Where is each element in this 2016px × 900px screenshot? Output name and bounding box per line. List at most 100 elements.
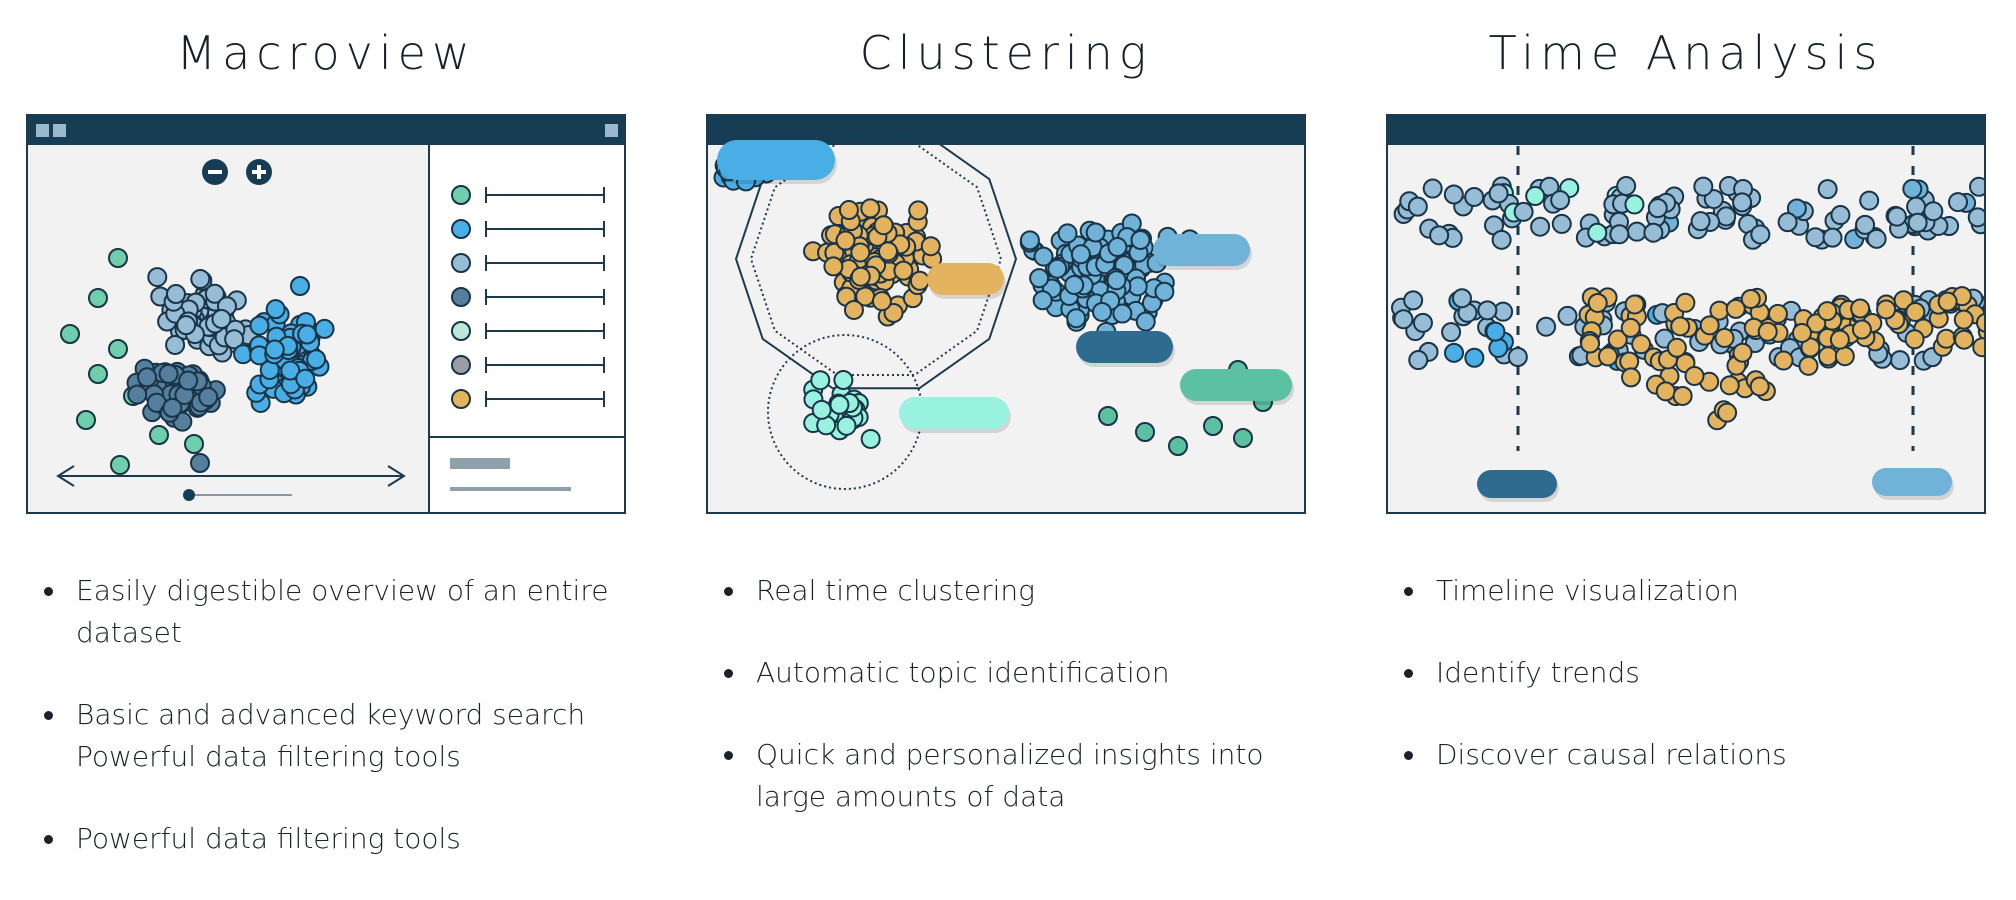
data-point xyxy=(1690,211,1711,232)
data-point xyxy=(838,200,859,221)
cluster-label-pill[interactable] xyxy=(1872,468,1952,496)
data-point xyxy=(149,425,169,445)
window-button-icon[interactable] xyxy=(53,124,66,137)
data-point xyxy=(1130,229,1151,250)
data-point xyxy=(1127,276,1148,297)
data-point xyxy=(1429,225,1450,246)
data-point xyxy=(1621,367,1642,388)
data-point xyxy=(1112,303,1133,324)
cluster-label-pill[interactable] xyxy=(1477,470,1557,498)
data-point xyxy=(265,299,286,320)
data-point xyxy=(1805,227,1826,248)
data-point xyxy=(249,315,270,336)
legend-sidebar xyxy=(428,145,624,512)
data-point xyxy=(1777,212,1798,233)
data-point xyxy=(264,339,285,360)
data-point xyxy=(1485,321,1506,342)
data-point xyxy=(1019,230,1040,251)
data-point xyxy=(1047,258,1068,279)
data-point xyxy=(1923,201,1944,222)
column-title: Clustering xyxy=(859,26,1153,80)
data-point xyxy=(1732,342,1753,363)
data-point xyxy=(184,434,204,454)
data-point xyxy=(110,455,130,475)
data-point xyxy=(1851,319,1872,340)
data-point xyxy=(1725,298,1746,319)
window-button-icon[interactable] xyxy=(605,124,618,137)
data-point xyxy=(1464,347,1485,368)
data-point xyxy=(1066,308,1087,329)
column-title: Time Analysis xyxy=(1488,26,1884,80)
data-point xyxy=(860,198,881,219)
data-point xyxy=(198,387,219,408)
cluster-label-pill[interactable] xyxy=(1153,234,1250,266)
data-point xyxy=(1714,327,1735,348)
cluster-map xyxy=(713,128,1294,490)
data-point xyxy=(1655,381,1676,402)
arrow-right-icon[interactable] xyxy=(387,465,406,487)
data-point xyxy=(1057,223,1078,244)
data-point xyxy=(1902,178,1923,199)
window-button-icon[interactable] xyxy=(36,124,49,137)
data-point xyxy=(165,284,186,305)
data-point xyxy=(1749,376,1770,397)
cluster-label-pill[interactable] xyxy=(927,263,1004,295)
data-point xyxy=(1477,300,1498,321)
data-point xyxy=(1488,337,1509,358)
bullet-icon xyxy=(44,835,53,844)
data-point xyxy=(1070,244,1091,265)
data-point xyxy=(1098,406,1118,426)
data-point xyxy=(60,324,80,344)
data-point xyxy=(314,318,335,339)
cluster-label-pill[interactable] xyxy=(717,140,835,180)
macroview-features: Easily digestible overview of an entire … xyxy=(26,570,626,900)
data-point xyxy=(1672,385,1693,406)
data-point xyxy=(1719,375,1740,396)
bullet-icon xyxy=(724,669,733,678)
data-point xyxy=(1699,315,1720,336)
data-point xyxy=(178,370,199,391)
data-point xyxy=(1936,328,1957,349)
data-point xyxy=(1092,301,1113,322)
data-point xyxy=(873,215,894,236)
data-point xyxy=(1693,176,1714,197)
data-point xyxy=(1550,190,1571,211)
data-point xyxy=(883,302,904,323)
data-point xyxy=(1905,301,1926,322)
data-point xyxy=(1975,312,1984,333)
data-point xyxy=(871,291,892,312)
data-point xyxy=(88,288,108,308)
data-point xyxy=(1967,207,1984,228)
data-point xyxy=(1403,290,1424,311)
data-point xyxy=(811,399,832,420)
data-point xyxy=(1757,321,1778,342)
data-point xyxy=(1107,237,1128,258)
cluster-label-pill[interactable] xyxy=(1076,331,1173,363)
data-point xyxy=(190,269,211,290)
data-point xyxy=(88,364,108,384)
data-point xyxy=(1948,192,1969,213)
data-point xyxy=(1233,428,1253,448)
legend-swatch xyxy=(451,185,471,205)
bullet-icon xyxy=(44,711,53,720)
data-point xyxy=(1033,246,1054,267)
data-point xyxy=(280,360,301,381)
data-point xyxy=(1412,312,1433,333)
data-point xyxy=(1443,184,1464,205)
data-point xyxy=(190,453,210,473)
data-point xyxy=(843,299,864,320)
legend-swatch xyxy=(451,389,471,409)
slider-handle[interactable] xyxy=(183,489,195,501)
data-point xyxy=(908,200,929,221)
arrow-left-icon[interactable] xyxy=(56,465,75,487)
feature-item: Real time clustering xyxy=(706,570,1306,612)
cluster-label-pill[interactable] xyxy=(899,397,1009,429)
cluster-label-pill[interactable] xyxy=(1180,369,1292,401)
data-point xyxy=(1587,292,1608,313)
sidebar-info-box xyxy=(430,436,624,512)
macroview-scatter xyxy=(56,159,406,501)
data-point xyxy=(1806,313,1827,334)
data-point xyxy=(810,370,831,391)
bullet-icon xyxy=(1404,587,1413,596)
legend-swatch xyxy=(451,355,471,375)
